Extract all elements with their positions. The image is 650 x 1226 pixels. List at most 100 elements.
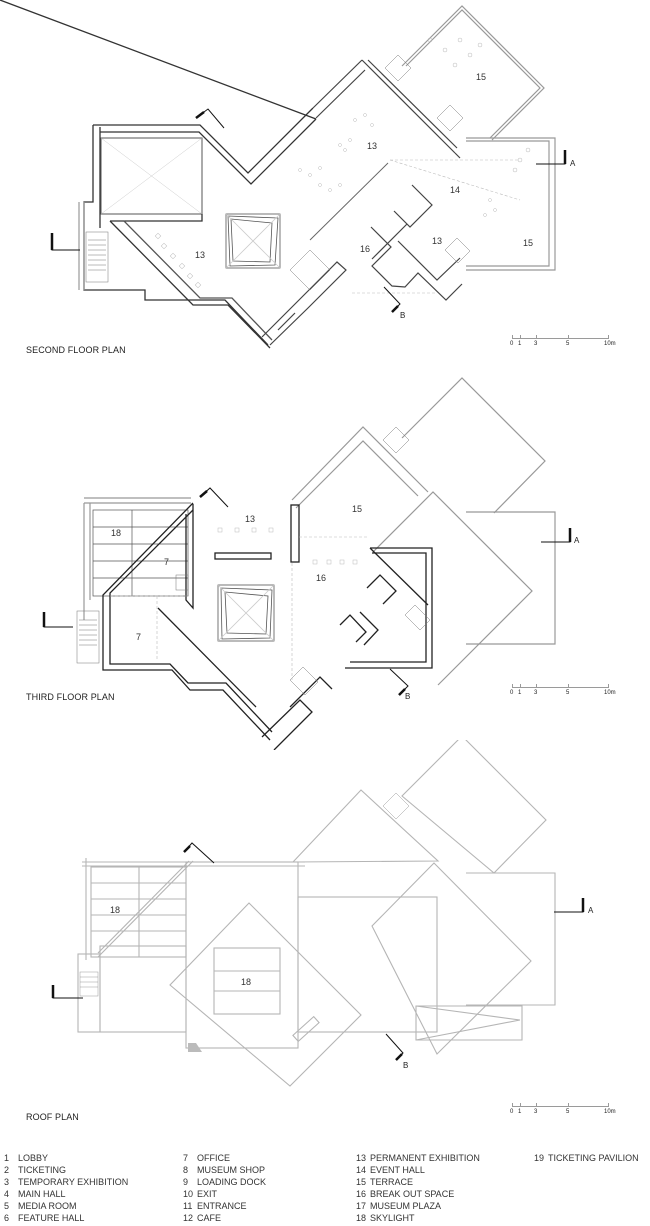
legend-item: 6 FEATURE HALL	[4, 1212, 128, 1224]
legend-label: PERMANENT EXHIBITION	[370, 1153, 480, 1163]
legend-num: 6	[4, 1213, 10, 1223]
legend-num: 9	[183, 1177, 189, 1187]
svg-text:15: 15	[352, 504, 362, 514]
legend-item: 5 MEDIA ROOM	[4, 1200, 128, 1212]
legend-num: 4	[4, 1189, 10, 1199]
legend-label: MUSEUM PLAZA	[370, 1201, 442, 1211]
legend-label: CAFE	[197, 1213, 222, 1223]
legend-label: TERRACE	[370, 1177, 414, 1187]
legend-num: 5	[4, 1201, 10, 1211]
legend-label: TEMPORARY EXHIBITION	[18, 1177, 129, 1187]
scale-tick-0: 0	[510, 341, 514, 347]
legend-num: 1	[4, 1153, 10, 1163]
legend-label: LOBBY	[18, 1153, 49, 1163]
legend-label: EXIT	[197, 1189, 218, 1199]
svg-text:14: 14	[450, 185, 460, 195]
legend-num: 7	[183, 1153, 189, 1163]
svg-text:13: 13	[432, 236, 442, 246]
legend-item: 7 OFFICE	[183, 1152, 266, 1164]
legend-label: SKYLIGHT	[370, 1213, 415, 1223]
legend-item: 1 LOBBY	[4, 1152, 128, 1164]
svg-text:7: 7	[136, 632, 141, 642]
third-floor-plan-title: THIRD FLOOR PLAN	[26, 692, 115, 702]
scale-tick-5: 5	[566, 1109, 570, 1115]
legend-num: 18	[356, 1213, 367, 1223]
third-floor-plan-drawing: A B 13 15 16 18 7 7	[42, 377, 580, 750]
svg-text:15: 15	[476, 72, 486, 82]
legend-num: 11	[183, 1201, 193, 1211]
scale-tick-5: 5	[566, 341, 570, 347]
legend-item: 4 MAIN HALL	[4, 1188, 128, 1200]
legend-num: 8	[183, 1165, 189, 1175]
scale-tick-1: 1	[518, 690, 522, 696]
legend-label: LOADING DOCK	[197, 1177, 267, 1187]
scale-tick-1: 1	[518, 1109, 522, 1115]
svg-text:A: A	[588, 906, 594, 915]
legend-label: TICKETING	[18, 1165, 67, 1175]
legend-label: TICKETING PAVILION	[548, 1153, 639, 1163]
legend-item: 11 ENTRANCE	[183, 1200, 266, 1212]
svg-text:B: B	[400, 311, 405, 320]
scale-bar-roof: 0 1 3 5 10m	[508, 1102, 628, 1122]
scale-bar-second-floor: 0 1 3 5 10m	[508, 334, 628, 354]
scale-tick-10m: 10m	[604, 341, 616, 347]
scale-tick-0: 0	[510, 690, 514, 696]
svg-text:7: 7	[164, 557, 169, 567]
legend-label: OFFICE	[197, 1153, 230, 1163]
second-floor-plan-drawing: A B 13 13 13 14 15 15 16	[0, 0, 576, 349]
scale-tick-3: 3	[534, 690, 538, 696]
scale-tick-1: 1	[518, 341, 522, 347]
roof-plan-drawing: A B 18 18	[51, 740, 594, 1087]
svg-text:18: 18	[110, 905, 120, 915]
svg-text:15: 15	[523, 238, 533, 248]
svg-text:16: 16	[316, 573, 326, 583]
legend-label: MEDIA ROOM	[18, 1201, 77, 1211]
legend-label: EVENT HALL	[370, 1165, 425, 1175]
svg-text:A: A	[574, 536, 580, 545]
legend-num: 17	[356, 1201, 367, 1211]
svg-text:B: B	[405, 692, 410, 701]
svg-text:18: 18	[241, 977, 251, 987]
svg-text:13: 13	[195, 250, 205, 260]
svg-text:16: 16	[360, 244, 370, 254]
second-floor-plan-title: SECOND FLOOR PLAN	[26, 345, 126, 355]
scale-tick-3: 3	[534, 341, 538, 347]
scale-tick-5: 5	[566, 690, 570, 696]
legend-num: 15	[356, 1177, 367, 1187]
legend-num: 16	[356, 1189, 367, 1199]
legend-item: 8 MUSEUM SHOP	[183, 1164, 266, 1176]
scale-bar-third-floor: 0 1 3 5 10m	[508, 683, 628, 703]
scale-tick-3: 3	[534, 1109, 538, 1115]
legend-label: MUSEUM SHOP	[197, 1165, 266, 1175]
legend-item: 3 TEMPORARY EXHIBITION	[4, 1176, 128, 1188]
legend-num: 13	[356, 1153, 367, 1163]
legend-num: 12	[183, 1213, 194, 1223]
roof-plan-title: ROOF PLAN	[26, 1112, 79, 1122]
svg-text:18: 18	[111, 528, 121, 538]
legend-num: 14	[356, 1165, 367, 1175]
legend-label: ENTRANCE	[197, 1201, 247, 1211]
scale-tick-10m: 10m	[604, 1109, 616, 1115]
scale-tick-0: 0	[510, 1109, 514, 1115]
legend-num: 10	[183, 1189, 194, 1199]
svg-text:13: 13	[245, 514, 255, 524]
legend-label: FEATURE HALL	[18, 1213, 85, 1223]
legend-label: BREAK OUT SPACE	[370, 1189, 455, 1199]
svg-text:13: 13	[367, 141, 377, 151]
legend-item: 9 LOADING DOCK	[183, 1176, 266, 1188]
legend-label: MAIN HALL	[18, 1189, 66, 1199]
svg-text:A: A	[570, 159, 576, 168]
legend-num: 3	[4, 1177, 10, 1187]
